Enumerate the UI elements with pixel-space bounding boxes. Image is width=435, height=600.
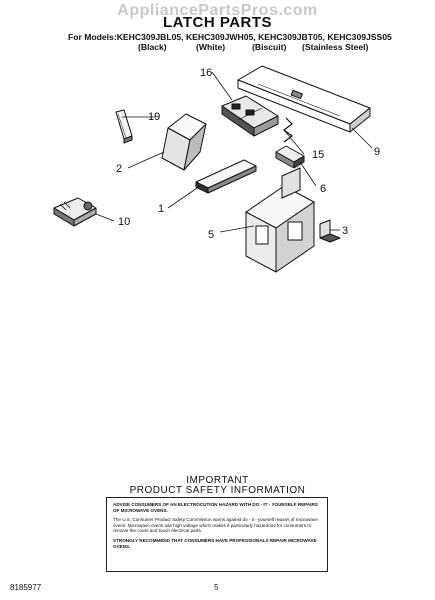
part-2-latch-lever: [161, 113, 207, 171]
document-part-number: 8185977: [10, 583, 42, 592]
callout-15: 15: [312, 149, 324, 161]
part-5-latch-holder: [245, 167, 315, 273]
callout-9: 9: [374, 146, 380, 158]
notice-paragraph-warning: The U.S. Consumer Product Safety Commiss…: [113, 517, 318, 534]
callout-16: 16: [200, 67, 212, 79]
finish-biscuit: (Biscuit): [252, 42, 287, 52]
finish-black: (Black): [138, 42, 167, 52]
part-3-clip: [319, 219, 341, 243]
exploded-parts-diagram: 16 19 2 15 9 6 1 10 5 3: [53, 65, 380, 273]
part-16-switch-assembly: [221, 95, 279, 137]
models-line: For Models:KEHC309JBL05, KEHC309JWH05, K…: [68, 32, 392, 42]
notice-heading-safety: PRODUCT SAFETY INFORMATION: [129, 485, 306, 496]
callout-10: 10: [118, 216, 130, 228]
watermark: AppliancePartsPros.com: [117, 2, 318, 19]
part-10-interlock-switch: [53, 197, 97, 227]
notice-heading-important: IMPORTANT: [186, 475, 249, 486]
part-1-slide-bar: [195, 159, 257, 194]
page-number: 5: [214, 583, 219, 592]
finish-white: (White): [196, 42, 226, 52]
callout-2: 2: [116, 163, 122, 175]
callout-1: 1: [158, 203, 164, 215]
finish-stainless-steel: (Stainless Steel): [302, 42, 369, 52]
notice-paragraph-hazard: ADVISE CONSUMERS OF AN ELECTROCUTION HAZ…: [113, 502, 318, 513]
callout-5: 5: [208, 229, 214, 241]
part-6-block: [275, 145, 305, 169]
part-9-top-bracket: [237, 65, 371, 133]
callout-6: 6: [320, 183, 326, 195]
callout-19: 19: [148, 111, 160, 123]
notice-paragraph-recommend: STRONGLY RECOMMEND THAT CONSUMERS HAVE P…: [113, 537, 317, 549]
callout-3: 3: [342, 225, 348, 237]
page-title: LATCH PARTS: [162, 14, 273, 31]
part-19-bracket: [115, 109, 133, 144]
safety-notice-box: ADVISE CONSUMERS OF AN ELECTROCUTION HAZ…: [106, 497, 328, 572]
